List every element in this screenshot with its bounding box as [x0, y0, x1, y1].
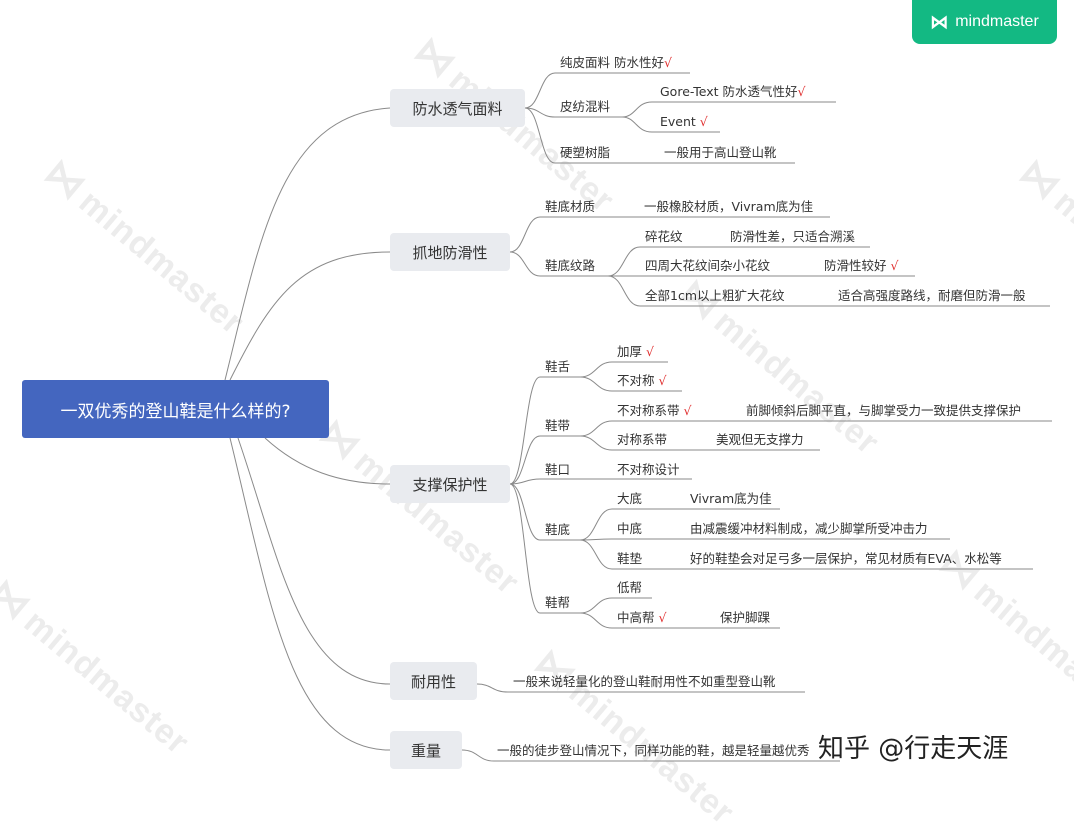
subtopic-fine[interactable]: 碎花纹	[645, 229, 683, 244]
subtopic-lace[interactable]: 鞋带	[545, 418, 571, 433]
brand-badge: ⋈ mindmaster	[912, 0, 1057, 44]
subtopic-label: Gore-Text 防水透气性好	[660, 84, 798, 99]
root-topic[interactable]: 一双优秀的登山鞋是什么样的?	[22, 380, 329, 438]
subtopic-label: Event	[660, 114, 700, 129]
subtopic-gore[interactable]: Gore-Text 防水透气性好√	[660, 84, 805, 100]
subtopic-leather[interactable]: 纯皮面料 防水性好√	[560, 55, 672, 71]
subtopic-lace-asym[interactable]: 不对称系带 √	[617, 403, 691, 419]
subtopic-mixed[interactable]: 四周大花纹间杂小花纹	[645, 258, 771, 273]
subtopic-tongue-thick[interactable]: 加厚 √	[617, 344, 654, 360]
topic-label: 耐用性	[410, 672, 456, 691]
subtopic-label: 中高帮	[617, 610, 659, 625]
subtopic-tongue-asym[interactable]: 不对称 √	[617, 373, 666, 389]
subtopic-label: 加厚	[617, 344, 646, 359]
topic-label: 重量	[410, 741, 441, 760]
subtopic-lace-sym-desc[interactable]: 美观但无支撑力	[716, 432, 804, 447]
subtopic-sole[interactable]: 鞋底	[545, 522, 571, 537]
subtopic-event[interactable]: Event √	[660, 114, 708, 130]
subtopic-coarse-desc[interactable]: 适合高强度路线，耐磨但防滑一般	[838, 288, 1026, 303]
subtopic-weight-desc[interactable]: 一般的徒步登山情况下，同样功能的鞋，越是轻量越优秀	[497, 743, 810, 758]
root-topic-label: 一双优秀的登山鞋是什么样的?	[60, 401, 291, 422]
check-mark: √	[658, 373, 667, 388]
topic-label: 抓地防滑性	[412, 243, 488, 262]
subtopic-label: 防滑性较好	[824, 258, 891, 273]
subtopic-outsole[interactable]: 大底	[617, 491, 643, 506]
subtopic-blend[interactable]: 皮纺混料	[560, 99, 611, 114]
brand-name: mindmaster	[955, 13, 1039, 30]
subtopic-label: 不对称	[617, 373, 659, 388]
subtopic-mixed-desc[interactable]: 防滑性较好 √	[824, 258, 898, 274]
connector-lines	[224, 72, 1052, 762]
subtopic-upper-mid-desc[interactable]: 保护脚踝	[720, 610, 771, 625]
topic-durability[interactable]: 耐用性	[390, 662, 477, 700]
subtopic-pattern[interactable]: 鞋底纹路	[545, 258, 596, 273]
subtopic-lace-asym-desc[interactable]: 前脚倾斜后脚平直，与脚掌受力一致提供支撑保护	[746, 403, 1022, 418]
subtopic-label: 不对称系带	[617, 403, 684, 418]
subtopic-material[interactable]: 鞋底材质	[545, 199, 596, 214]
check-mark: √	[663, 55, 672, 70]
subtopic-outsole-desc[interactable]: Vivram底为佳	[690, 491, 772, 506]
subtopic-lace-sym[interactable]: 对称系带	[617, 432, 668, 447]
mindmaster-logo-icon: ⋈	[930, 11, 949, 32]
subtopic-resin[interactable]: 硬塑树脂	[560, 145, 611, 160]
check-mark: √	[699, 114, 708, 129]
subtopic-material-desc[interactable]: 一般橡胶材质，Vivram底为佳	[644, 199, 814, 214]
subtopic-resin-desc[interactable]: 一般用于高山登山靴	[664, 145, 777, 160]
subtopic-upper-mid[interactable]: 中高帮 √	[617, 610, 666, 626]
subtopic-midsole[interactable]: 中底	[617, 521, 643, 536]
check-mark: √	[797, 84, 806, 99]
subtopic-insole[interactable]: 鞋垫	[617, 551, 643, 566]
subtopic-midsole-desc[interactable]: 由减震缓冲材料制成，减少脚掌所受冲击力	[690, 521, 928, 536]
subtopic-upper-low[interactable]: 低帮	[617, 580, 643, 595]
topic-label: 防水透气面料	[412, 99, 503, 118]
topic-support[interactable]: 支撑保护性	[390, 465, 510, 503]
topic-waterproof[interactable]: 防水透气面料	[390, 89, 525, 127]
check-mark: √	[658, 610, 667, 625]
topic-weight[interactable]: 重量	[390, 731, 462, 769]
subtopic-label: 纯皮面料 防水性好	[560, 55, 664, 70]
subtopic-collar-desc[interactable]: 不对称设计	[617, 462, 680, 477]
author-credit: 知乎 @行走天涯	[818, 734, 1009, 764]
subtopic-insole-desc[interactable]: 好的鞋垫会对足弓多一层保护，常见材质有EVA、水松等	[690, 551, 1002, 566]
subtopic-upper[interactable]: 鞋帮	[545, 595, 571, 610]
subtopic-tongue[interactable]: 鞋舌	[545, 359, 571, 374]
subtopic-fine-desc[interactable]: 防滑性差，只适合溯溪	[730, 229, 856, 244]
subtopic-durability-desc[interactable]: 一般来说轻量化的登山鞋耐用性不如重型登山靴	[513, 674, 776, 689]
topic-grip[interactable]: 抓地防滑性	[390, 233, 510, 271]
subtopic-collar[interactable]: 鞋口	[545, 462, 571, 477]
subtopic-coarse[interactable]: 全部1cm以上粗犷大花纹	[645, 288, 785, 303]
check-mark: √	[890, 258, 899, 273]
check-mark: √	[683, 403, 692, 418]
check-mark: √	[645, 344, 654, 359]
topic-label: 支撑保护性	[412, 475, 488, 494]
